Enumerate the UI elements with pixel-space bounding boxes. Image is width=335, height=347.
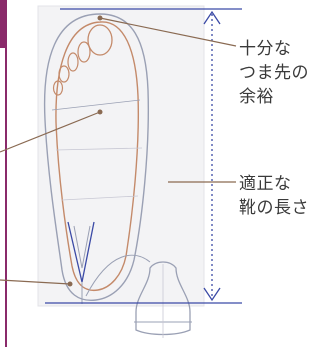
sketch-line [55,147,143,151]
heel-curve [85,254,151,297]
leader-dot [97,109,103,115]
toe-3 [67,52,79,72]
insole-panel [37,5,205,307]
foot-outline [55,21,139,292]
toe-room-line-2: つま先の [239,63,309,83]
leader-left-lower [0,279,71,285]
accent-bar [0,0,7,48]
toe-room-line-3: 余裕 [239,87,274,107]
toe-4 [58,65,70,83]
toe-big [87,24,113,56]
leader-dot [67,281,73,287]
insole-outline [43,13,149,302]
proper-length-label: 適正な 靴の長さ [239,172,309,220]
toe-2 [77,41,91,63]
shoe-side-sketch [135,261,191,336]
toe-room-label: 十分な つま先の 余裕 [239,37,309,109]
sketch-line [61,195,139,201]
leader-dot [97,15,103,21]
proper-length-line-2: 靴の長さ [239,198,309,218]
leader-toe [99,17,237,47]
toe-5 [52,80,64,96]
sketch-line [51,99,141,111]
proper-length-line-1: 適正な [239,174,292,194]
leader-left-upper [0,111,101,153]
heel-sketch-inner [73,225,91,269]
arrow-down-icon [203,287,221,302]
toe-room-line-1: 十分な [239,39,292,59]
arrow-up-icon [203,10,221,25]
